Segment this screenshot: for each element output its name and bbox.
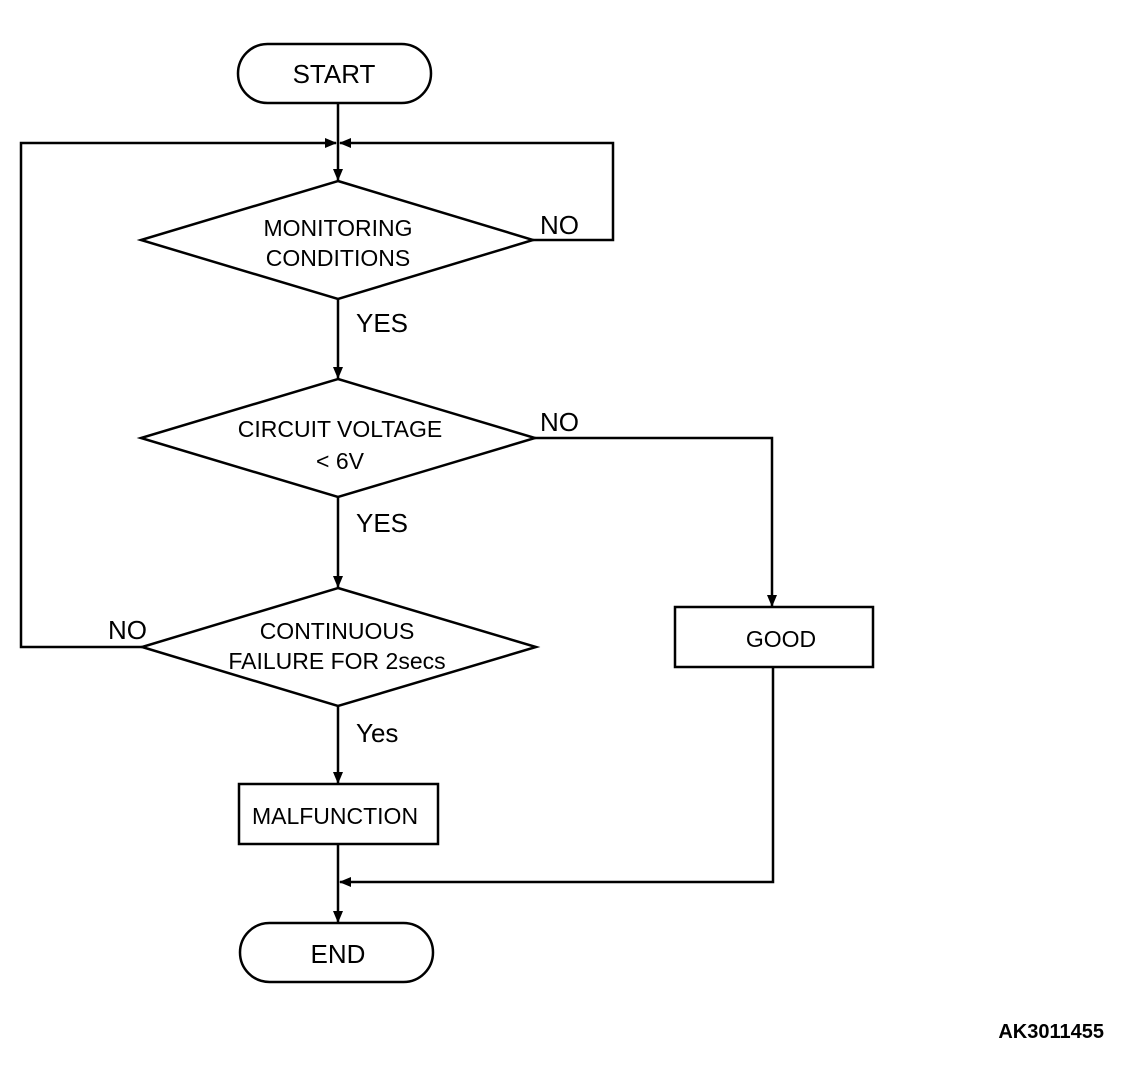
continuous-label-line-1: CONTINUOUS [260, 618, 415, 644]
connector-voltage-no [534, 436, 777, 607]
end-label: END [311, 939, 366, 969]
voltage-label-line-1: CIRCUIT VOLTAGE [238, 416, 442, 442]
good-label: GOOD [746, 626, 816, 652]
figure-id: AK3011455 [998, 1021, 1104, 1043]
decision-circuit-voltage: CIRCUIT VOLTAGE < 6V [136, 377, 540, 499]
monitoring-yes-label: YES [356, 308, 408, 338]
voltage-yes-label: YES [356, 508, 408, 538]
monitoring-no-label: NO [540, 210, 579, 240]
continuous-label-line-2: FAILURE FOR 2secs [228, 648, 445, 674]
monitoring-label-line-1: MONITORING [263, 215, 412, 241]
monitoring-label-line-2: CONDITIONS [266, 245, 410, 271]
continuous-no-label: NO [108, 615, 147, 645]
decision-continuous-failure: CONTINUOUS FAILURE FOR 2secs [137, 586, 541, 708]
connector-good-to-end [339, 668, 775, 887]
voltage-no-label: NO [540, 407, 579, 437]
decision-monitoring-conditions: MONITORING CONDITIONS [136, 179, 538, 301]
process-malfunction: MALFUNCTION [237, 782, 440, 846]
start-label: START [293, 59, 376, 89]
end-terminal: END [238, 921, 435, 984]
continuous-yes-label: Yes [356, 718, 398, 748]
malfunction-label: MALFUNCTION [252, 803, 418, 829]
voltage-label-line-2: < 6V [316, 448, 365, 474]
connector-continuous-no-loop [19, 138, 337, 649]
start-terminal: START [236, 42, 433, 105]
process-good: GOOD [673, 605, 875, 669]
connector-monitoring-no-loop [339, 138, 615, 242]
